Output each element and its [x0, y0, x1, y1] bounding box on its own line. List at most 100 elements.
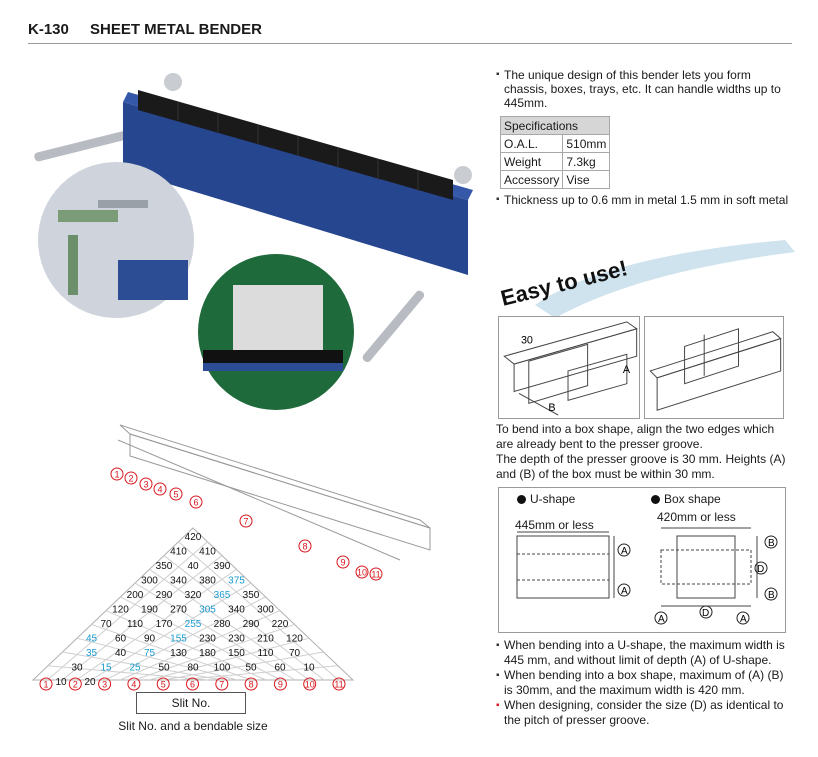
bendable-size-value: 110 [127, 619, 143, 630]
slit-marker [153, 482, 167, 496]
slit-number: 4 [157, 485, 162, 495]
slit-marker [215, 677, 229, 691]
box-shape-label: Box shape [664, 492, 721, 506]
bendable-size-value: 230 [228, 634, 245, 645]
grid-line [163, 555, 325, 681]
bendable-size-value: 305 [199, 605, 216, 616]
product-code: K-130 [28, 21, 69, 38]
shape-drawings: A A B D B A D A [516, 527, 778, 625]
bendable-size-value: 365 [214, 590, 231, 601]
grid-line [47, 665, 209, 681]
bendable-size-value: 120 [112, 605, 129, 616]
bendable-size-value: 20 [84, 677, 96, 688]
slit-marker [239, 514, 253, 528]
grid-line [61, 555, 223, 681]
bendable-size-value: 60 [274, 663, 286, 674]
easy-to-use-banner: Easy to use! [498, 240, 795, 318]
slit-marker [332, 677, 346, 691]
bendable-size-value: 170 [156, 619, 173, 630]
grid-line [134, 582, 296, 681]
slit-marker [156, 677, 170, 691]
bendable-size-value: 350 [243, 590, 260, 601]
bendable-size-value: 110 [258, 648, 274, 659]
bendable-size-value: 420 [185, 532, 202, 543]
note-2: When bending into a box shape, maximum o… [496, 668, 792, 698]
slit-marker [39, 677, 53, 691]
page-header: K-130 SHEET METAL BENDER [28, 20, 792, 44]
spec-label: Weight [499, 152, 564, 171]
bendable-size-value: 300 [257, 605, 274, 616]
bendable-size-value: 210 [257, 634, 274, 645]
bendable-size-value: 60 [115, 634, 127, 645]
bendable-size-value: 220 [272, 619, 289, 630]
slit-marker [124, 471, 138, 485]
bendable-size-value: 280 [214, 619, 231, 630]
slit-marker [98, 677, 112, 691]
triangle-outline [31, 527, 355, 681]
bendable-size-value: 350 [156, 561, 173, 572]
slit-number: 7 [219, 680, 224, 690]
bendable-size-value: 100 [214, 663, 231, 674]
slit-number: 9 [340, 558, 345, 568]
bendable-size-value: 180 [199, 648, 216, 659]
instructions: To bend into a box shape, align the two … [496, 422, 791, 482]
product-photo [34, 73, 473, 410]
grid-line [148, 637, 310, 681]
bending-diagram-2 [644, 316, 784, 419]
bendable-size-value: 200 [127, 590, 144, 601]
slit-number: 10 [305, 680, 315, 690]
grid-line [134, 623, 295, 681]
bendable-size-value: 380 [199, 576, 216, 587]
bendable-size-value: 320 [185, 590, 202, 601]
shape-a-label-4: A [740, 614, 747, 625]
u-shape-label: U-shape [530, 492, 576, 506]
slit-number: 7 [243, 517, 248, 527]
slit-number: 11 [371, 570, 380, 580]
intro-text: The unique design of this bender lets yo… [496, 68, 796, 110]
box-shape-heading: Box shape [651, 492, 721, 506]
grid-line [120, 596, 281, 681]
slit-marker [355, 565, 369, 579]
bendable-size-value: 90 [144, 634, 156, 645]
bendable-size-value: 50 [245, 663, 257, 674]
slit-number: 8 [249, 680, 254, 690]
slit-marker [186, 677, 199, 691]
slit-marker [273, 677, 287, 691]
notes: When bending into a U-shape, the maximum… [496, 638, 792, 728]
slit-number: 3 [143, 480, 148, 490]
thickness-text: Thickness up to 0.6 mm in metal 1.5 mm i… [496, 193, 796, 207]
shape-a-label-3: A [658, 614, 665, 625]
shape-b-label-2: B [768, 590, 775, 601]
spec-value: Vise [562, 170, 611, 189]
bendable-size-value: 155 [170, 634, 187, 645]
table-row: Accessory Vise [499, 170, 611, 189]
spec-table: Specifications O.A.L. 510mm Weight 7.3kg… [499, 116, 611, 189]
slit-marker [189, 495, 203, 509]
spec-label: Accessory [499, 170, 564, 189]
bendable-size-value: 290 [156, 590, 173, 601]
bendable-size-value: 75 [144, 648, 156, 659]
grid-line [76, 637, 238, 681]
bendable-size-value: 80 [187, 663, 199, 674]
slit-number: 9 [278, 680, 283, 690]
bendable-size-value: 120 [286, 634, 303, 645]
slit-marker [169, 487, 183, 501]
slit-number: 11 [334, 680, 343, 690]
bendable-size-value: 130 [170, 648, 187, 659]
slit-marker [68, 677, 82, 691]
grid-line [90, 582, 252, 681]
grid-line [105, 610, 267, 681]
spec-value: 510mm [562, 134, 611, 153]
bendable-size-value: 70 [100, 619, 112, 630]
bendable-size-value: 290 [243, 619, 260, 630]
bendable-size-value: 150 [228, 648, 245, 659]
bendable-size-value: 230 [199, 634, 216, 645]
dim-a-label: A [623, 364, 631, 376]
product-title: SHEET METAL BENDER [90, 21, 262, 38]
grid-line [105, 596, 266, 681]
slit-number: 1 [43, 680, 48, 690]
bendable-size-value: 410 [199, 547, 216, 558]
slit-number: 6 [193, 498, 198, 508]
bendable-size-value: 40 [115, 648, 127, 659]
